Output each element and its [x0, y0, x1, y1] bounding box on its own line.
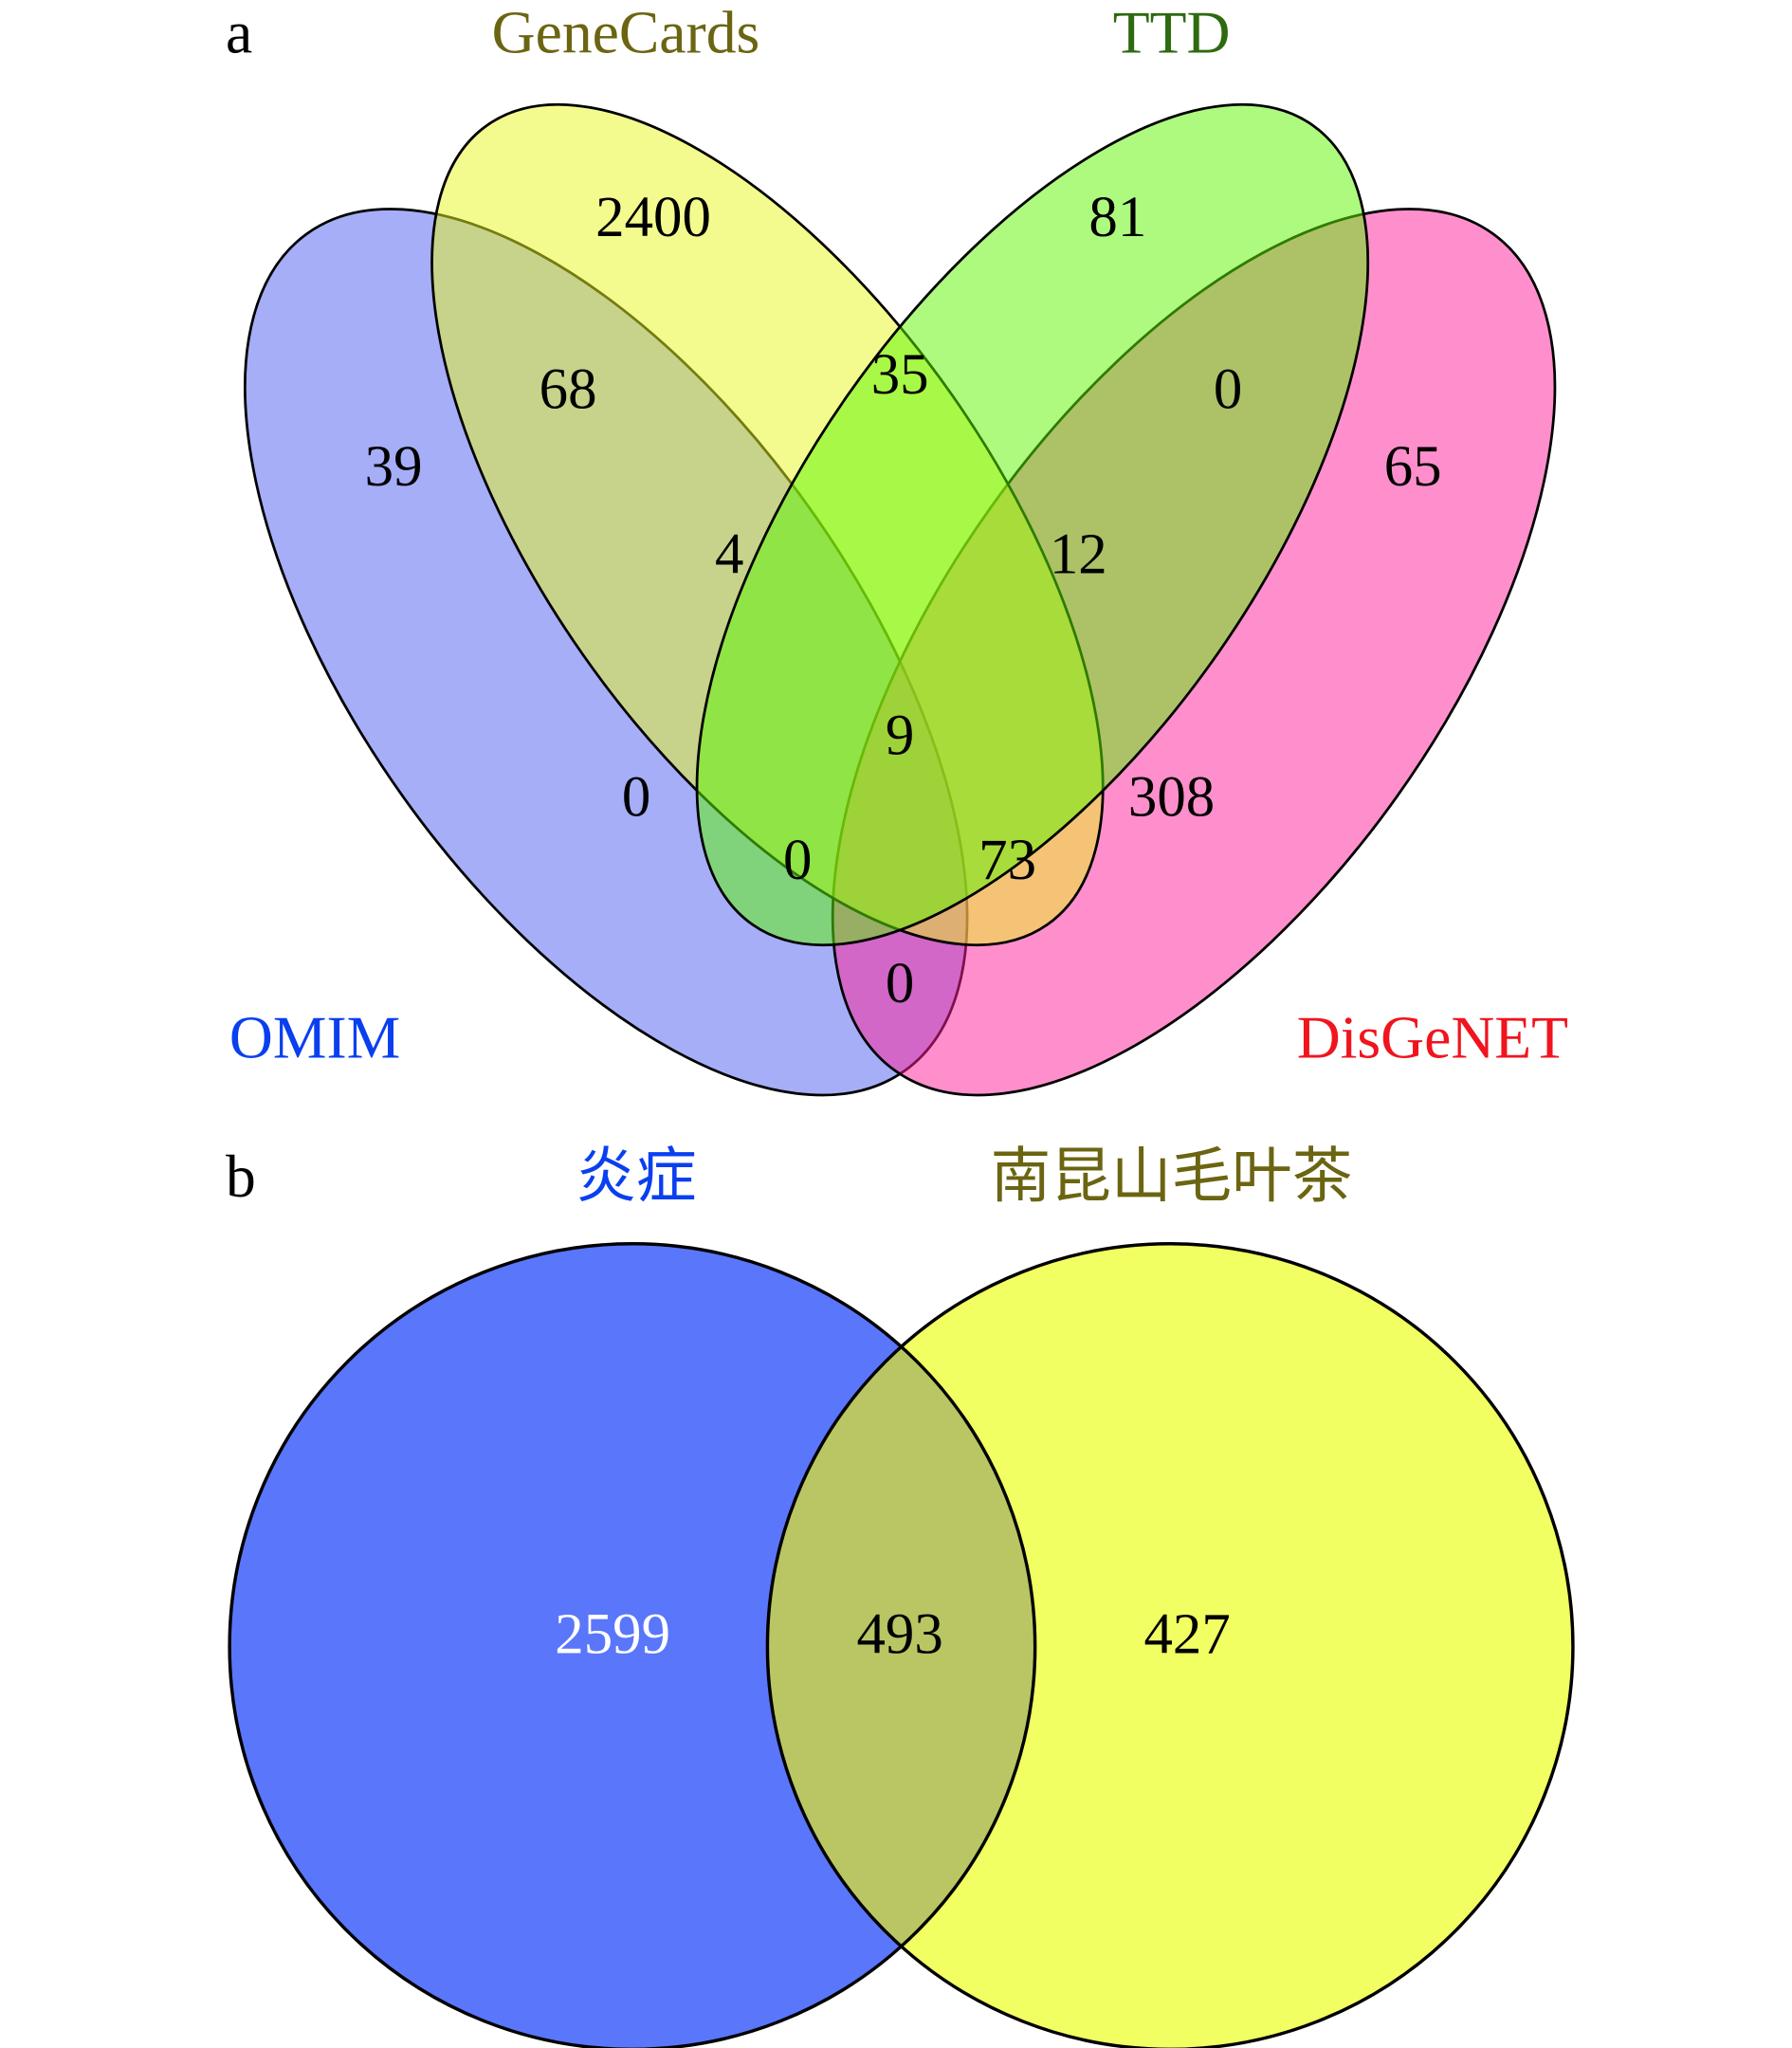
label-inflammation: 炎症: [576, 1143, 696, 1210]
region-inflammation-only: 2599: [555, 1602, 670, 1666]
region-disgenet-only: 65: [1384, 435, 1442, 499]
label-omim: OMIM: [229, 1003, 400, 1070]
region-omim-ttd-disgenet: 0: [783, 829, 812, 892]
panel-b: b 炎症 南昆山毛叶茶 2599 493 427: [226, 1143, 1575, 2048]
region-genecards-disgenet: 308: [1128, 766, 1215, 830]
region-genecards-ttd: 35: [871, 343, 929, 407]
region-omim-genecards-disgenet: 73: [978, 829, 1036, 892]
panel-b-letter: b: [226, 1143, 256, 1210]
label-ttd: TTD: [1113, 0, 1231, 65]
region-omim-only: 39: [365, 435, 423, 499]
region-omim-genecards-ttd: 4: [715, 523, 743, 587]
region-omim-disgenet: 0: [886, 952, 914, 1015]
region-overlap: 493: [856, 1602, 942, 1666]
region-tea-only: 427: [1144, 1602, 1231, 1666]
circle-inflammation-outline: [228, 1242, 1037, 2048]
ellipse-ttd: [695, 102, 1370, 947]
circle-tea-outline: [765, 1242, 1575, 2048]
region-ttd-disgenet: 0: [1214, 357, 1242, 421]
label-tea: 南昆山毛叶茶: [991, 1143, 1353, 1210]
region-genecards-only: 2400: [595, 186, 711, 249]
region-omim-ttd: 0: [622, 766, 650, 830]
region-omim-genecards: 68: [539, 357, 597, 421]
circle-overlap: [767, 1243, 1035, 2048]
panel-a: a GeneCards TTD OMIM DisGeNET 39 2400 81…: [226, 0, 1568, 1097]
region-ttd-only: 81: [1088, 186, 1146, 249]
region-all-four: 9: [886, 704, 914, 768]
panel-a-letter: a: [226, 0, 252, 65]
region-genecards-ttd-disgenet: 12: [1050, 523, 1107, 587]
label-disgenet: DisGeNET: [1297, 1003, 1568, 1070]
label-genecards: GeneCards: [492, 0, 760, 65]
